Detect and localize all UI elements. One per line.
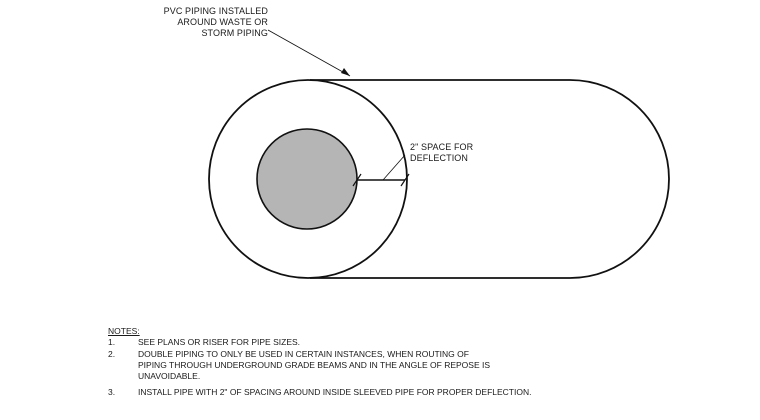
inner-waste-pipe-circle xyxy=(256,128,358,230)
pvc-callout-leader-line xyxy=(267,29,351,77)
note-text-line: DOUBLE PIPING TO ONLY BE USED IN CERTAIN… xyxy=(138,349,469,359)
note-text-line: SEE PLANS OR RISER FOR PIPE SIZES. xyxy=(138,337,301,347)
note-text-line: PIPING THROUGH UNDERGROUND GRADE BEAMS A… xyxy=(138,360,491,370)
deflection-tick-right xyxy=(400,173,410,187)
deflection-callout-line: 2" SPACE FOR xyxy=(410,142,474,152)
note-text-line: INSTALL PIPE WITH 2" OF SPACING AROUND I… xyxy=(138,387,532,397)
note-item: 3. INSTALL PIPE WITH 2" OF SPACING AROUN… xyxy=(108,387,728,398)
deflection-space-callout: 2" SPACE FOR DEFLECTION xyxy=(410,142,473,164)
pvc-piping-callout: PVC PIPING INSTALLED AROUND WASTE OR STO… xyxy=(164,6,268,39)
deflection-callout-leader-line xyxy=(382,154,406,181)
notes-section: NOTES: 1. SEE PLANS OR RISER FOR PIPE SI… xyxy=(108,326,728,398)
note-text: DOUBLE PIPING TO ONLY BE USED IN CERTAIN… xyxy=(138,349,728,382)
note-text: INSTALL PIPE WITH 2" OF SPACING AROUND I… xyxy=(138,387,728,398)
deflection-tick-left xyxy=(352,173,362,187)
pvc-callout-line: STORM PIPING xyxy=(201,28,268,38)
outer-sleeve-pipe-body xyxy=(310,79,670,279)
pvc-callout-line: PVC PIPING INSTALLED xyxy=(163,6,268,16)
note-item: 1. SEE PLANS OR RISER FOR PIPE SIZES. xyxy=(108,337,728,348)
note-text: SEE PLANS OR RISER FOR PIPE SIZES. xyxy=(138,337,728,348)
note-text-line: UNAVOIDABLE. xyxy=(138,371,201,381)
note-number: 3. xyxy=(108,387,116,397)
note-number: 2. xyxy=(108,349,116,359)
pvc-callout-line: AROUND WASTE OR xyxy=(177,17,268,27)
note-number: 1. xyxy=(108,337,116,347)
pvc-callout-leader-arrow xyxy=(341,68,350,76)
note-item: 2. DOUBLE PIPING TO ONLY BE USED IN CERT… xyxy=(108,349,728,382)
notes-title: NOTES: xyxy=(108,326,140,336)
deflection-callout-line: DEFLECTION xyxy=(410,153,469,163)
